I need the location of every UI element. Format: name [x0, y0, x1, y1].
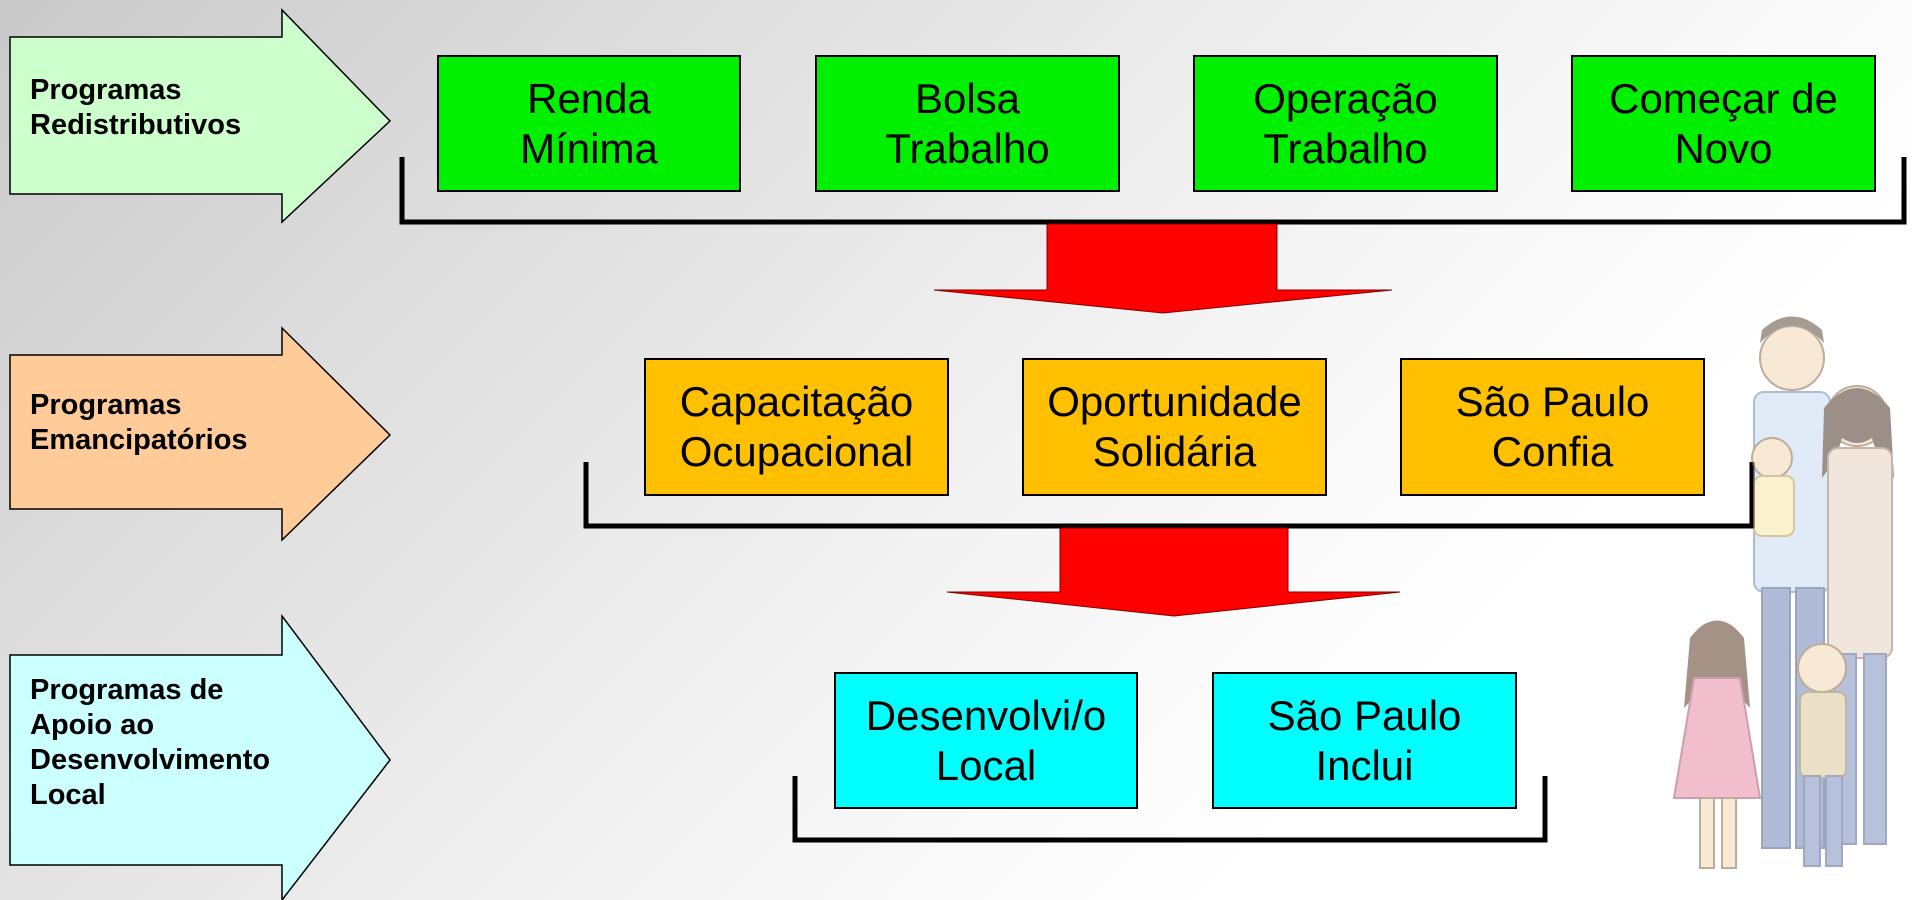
box-sao-paulo-inclui: São Paulo Inclui	[1212, 672, 1517, 809]
box-desenvolvimento-local: Desenvolvi/o Local	[834, 672, 1138, 809]
row1-label: Programas Redistributivos	[30, 74, 242, 141]
box-operacao-trabalho: Operação Trabalho	[1193, 55, 1498, 192]
box-oportunidade-solidaria: Oportunidade Solidária	[1022, 358, 1327, 496]
flow-arrow-2	[946, 527, 1401, 617]
row2-bracket	[583, 462, 1755, 529]
box-bolsa-trabalho: Bolsa Trabalho	[815, 55, 1120, 192]
row2-side-arrow	[9, 326, 392, 542]
box-comecar-de-novo: Começar de Novo	[1571, 55, 1876, 192]
box-renda-minima: Renda Mínima	[437, 55, 741, 192]
flow-arrow-1	[933, 223, 1393, 314]
row3-side-arrow	[9, 613, 391, 900]
family-clipart-image	[1672, 316, 1894, 869]
row1-side-arrow	[9, 8, 392, 224]
box-capacitacao-ocupacional: Capacitação Ocupacional	[644, 358, 949, 496]
box-sao-paulo-confia: São Paulo Confia	[1400, 358, 1705, 496]
row1-bracket	[399, 157, 1907, 225]
row2-label: Programas Emancipatórios	[30, 389, 248, 456]
row3-bracket	[792, 776, 1548, 843]
row3-label: Programas de Apoio ao Desenvolvimento Lo…	[30, 674, 271, 811]
